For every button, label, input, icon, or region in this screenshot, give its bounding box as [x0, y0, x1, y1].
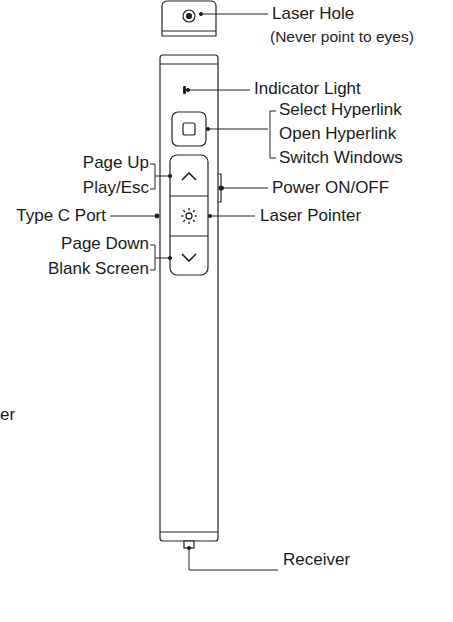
body-band: [160, 531, 218, 532]
part-label: Type C Port: [16, 206, 106, 226]
function-label: Blank Screen: [48, 259, 149, 279]
function-label: Select Hyperlink: [279, 100, 402, 120]
warning-note: (Never point to eyes): [270, 27, 414, 47]
rocker-button: [170, 155, 208, 275]
type-c-port: [155, 214, 159, 218]
part-label: Laser Hole: [272, 4, 354, 24]
laser-icon: [181, 208, 197, 224]
part-label: Power ON/OFF: [272, 178, 389, 198]
function-label: Page Down: [61, 234, 149, 254]
function-label: Play/Esc: [83, 178, 149, 198]
hyperlink-button: [172, 112, 206, 146]
part-label: Indicator Light: [254, 79, 361, 99]
body-band: [160, 63, 218, 64]
pointer-body: [160, 55, 218, 541]
function-label: Switch Windows: [279, 148, 403, 168]
pointer-cap: [162, 1, 216, 36]
leader-lines: [110, 12, 278, 570]
part-label: er: [0, 405, 15, 425]
function-label: Open Hyperlink: [279, 124, 396, 144]
laser-hole: [183, 10, 195, 22]
down-chevron: [182, 254, 196, 261]
hyperlink-icon: [183, 123, 195, 135]
part-label: Laser Pointer: [260, 206, 361, 226]
up-chevron: [182, 173, 196, 180]
function-label: Page Up: [83, 153, 149, 173]
part-label: Receiver: [283, 550, 350, 570]
cap-band: [162, 30, 216, 31]
rocker-divider: [170, 195, 208, 196]
indicator-light: [183, 86, 186, 94]
laser-hole-core: [187, 14, 192, 19]
rocker-divider: [170, 235, 208, 236]
